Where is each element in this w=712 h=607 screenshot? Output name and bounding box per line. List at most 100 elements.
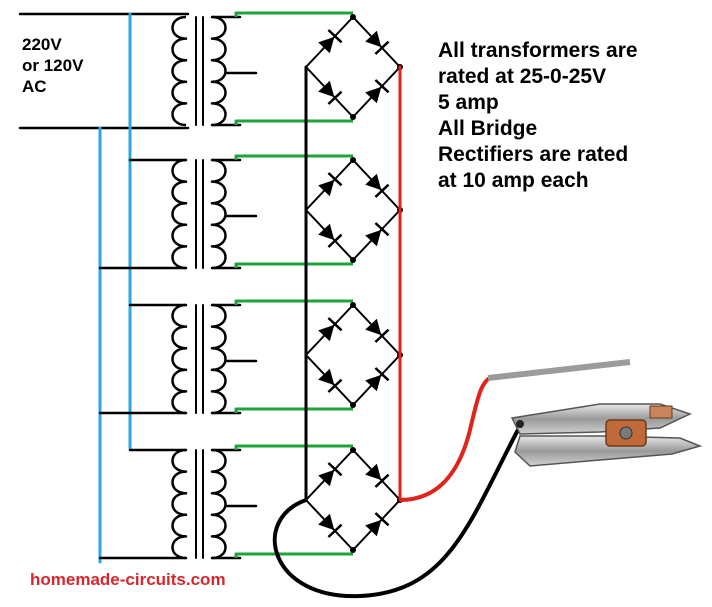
diode-triangle xyxy=(365,463,382,481)
specification-notes: All transformers are rated at 25-0-25V 5… xyxy=(438,38,638,194)
diode-symbol xyxy=(318,172,343,197)
ac-lead-top xyxy=(234,444,353,450)
diode-bar xyxy=(374,367,390,382)
mains-input-label: 220V or 120V AC xyxy=(22,34,83,97)
primary-coil xyxy=(171,15,188,127)
primary-coil xyxy=(171,158,188,270)
note-line: Rectifiers are rated xyxy=(438,143,629,166)
diode-bar xyxy=(374,222,390,237)
diode-bar xyxy=(327,90,343,105)
watermark-text: homemade-circuits.com xyxy=(30,570,226,589)
ac-lead-bottom xyxy=(234,119,353,125)
diode-triangle xyxy=(318,179,335,197)
secondary-coil xyxy=(210,15,227,127)
diode-bar xyxy=(374,79,390,94)
crocodile-clip xyxy=(487,359,703,467)
output-wiring xyxy=(272,65,522,599)
diode-symbol xyxy=(318,368,343,393)
bridge-rectifier-bank xyxy=(234,11,403,558)
diode-triangle xyxy=(365,173,382,191)
note-line: 5 amp xyxy=(438,91,499,114)
bridge-diamond xyxy=(305,449,401,551)
ac-lead-top xyxy=(234,299,353,305)
note-line: at 10 amp each xyxy=(438,169,589,192)
clip-tab xyxy=(649,405,673,419)
ac-lead-top xyxy=(234,11,353,17)
diode-symbol xyxy=(318,29,343,54)
diode-symbol xyxy=(365,318,390,343)
secondary-coil xyxy=(210,448,227,560)
diode-triangle xyxy=(318,469,335,487)
mains-type-ac: AC xyxy=(22,77,47,96)
diode-bar xyxy=(374,512,390,527)
diode-symbol xyxy=(365,512,390,537)
note-line: All Bridge xyxy=(438,117,538,140)
diode-bar xyxy=(327,378,343,393)
bridge-node xyxy=(350,157,356,163)
mains-voltage-120: or 120V xyxy=(22,56,84,75)
ac-lead-bottom xyxy=(234,262,353,268)
diode-triangle xyxy=(365,86,382,104)
ac-lead-top xyxy=(234,154,353,160)
diode-bar xyxy=(327,29,343,44)
diode-triangle xyxy=(365,30,382,48)
diode-bar xyxy=(374,328,390,343)
note-line: rated at 25-0-25V xyxy=(438,65,607,88)
bridge-diamond xyxy=(305,16,401,118)
diode-triangle xyxy=(318,80,335,98)
diode-symbol xyxy=(318,462,343,487)
secondary-coil xyxy=(210,158,227,270)
diode-symbol xyxy=(318,80,343,105)
bridge-node xyxy=(350,402,356,408)
clip-hinge xyxy=(619,426,633,440)
mains-voltage-220: 220V xyxy=(22,35,62,54)
diode-symbol xyxy=(365,463,390,488)
secondary-coil xyxy=(210,303,227,415)
diode-bar xyxy=(327,233,343,248)
transformer-bank xyxy=(171,15,258,560)
bridge-node xyxy=(350,14,356,20)
clip-wire-end xyxy=(516,420,524,428)
diode-triangle xyxy=(318,324,335,342)
diode-symbol xyxy=(318,223,343,248)
diode-symbol xyxy=(365,222,390,247)
bridge-node xyxy=(350,302,356,308)
diode-triangle xyxy=(365,318,382,336)
diode-symbol xyxy=(318,317,343,342)
diode-triangle xyxy=(365,519,382,537)
diode-symbol xyxy=(365,367,390,392)
diode-triangle xyxy=(318,368,335,386)
bridge-node xyxy=(350,257,356,263)
diode-bar xyxy=(374,473,390,488)
bridge-node xyxy=(350,447,356,453)
primary-coil xyxy=(171,448,188,560)
diode-triangle xyxy=(365,374,382,392)
negative-output-wire xyxy=(272,425,522,599)
clip-rod xyxy=(487,359,631,381)
diode-bar xyxy=(327,462,343,477)
diode-bar xyxy=(327,317,343,332)
diode-triangle xyxy=(318,223,335,241)
ac-lead-bottom xyxy=(234,407,353,413)
diode-symbol xyxy=(365,79,390,104)
primary-coil xyxy=(171,303,188,415)
diode-symbol xyxy=(365,30,390,55)
diode-bar xyxy=(374,183,390,198)
diode-symbol xyxy=(365,173,390,198)
diode-triangle xyxy=(318,36,335,54)
bridge-node xyxy=(350,547,356,553)
positive-output-wire xyxy=(399,375,493,502)
diode-symbol xyxy=(318,513,343,538)
bridge-node xyxy=(350,114,356,120)
bridge-diamond xyxy=(305,159,401,261)
diode-triangle xyxy=(365,229,382,247)
mains-input-wires xyxy=(18,12,190,564)
bridge-diamond xyxy=(305,304,401,406)
diode-triangle xyxy=(318,513,335,531)
diode-bar xyxy=(327,523,343,538)
note-line: All transformers are xyxy=(438,39,638,62)
diode-bar xyxy=(327,172,343,187)
ac-lead-bottom xyxy=(234,552,353,558)
diode-bar xyxy=(374,40,390,55)
